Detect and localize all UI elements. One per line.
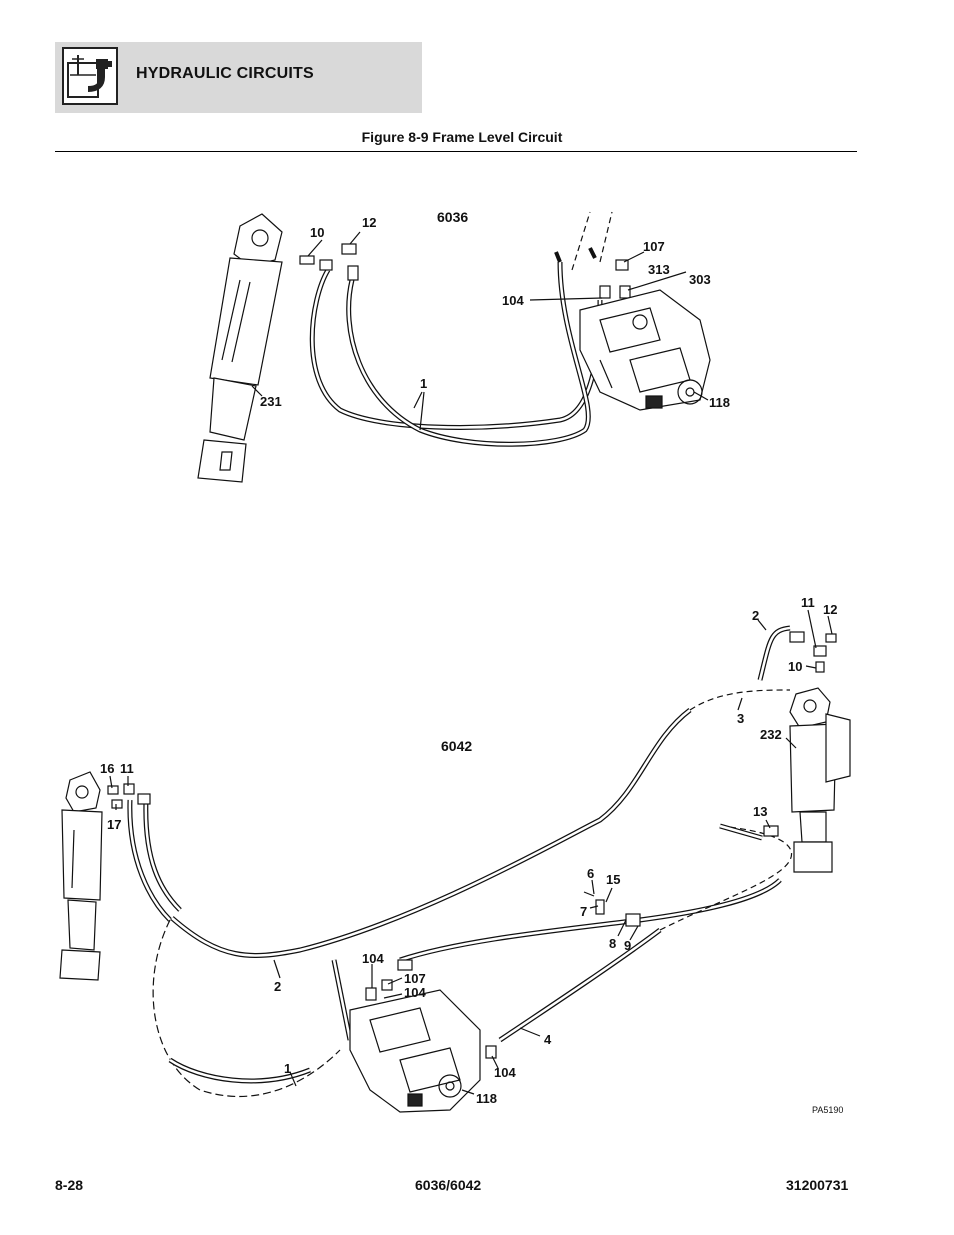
callout-303: 303 [689,272,711,287]
section-title: HYDRAULIC CIRCUITS [136,65,314,82]
callout-104: 104 [502,293,524,308]
callout-4: 4 [544,1032,552,1047]
document-number: 31200731 [786,1177,849,1193]
callout-17: 17 [107,817,122,832]
title-divider [55,151,857,152]
callout-11-right: 11 [801,595,815,610]
callout-104-lower: 104 [494,1065,516,1080]
callout-231: 231 [260,394,282,409]
callout-2-upper: 2 [752,608,760,623]
footer-model: 6036/6042 [415,1177,482,1193]
callout-11-left: 11 [120,761,134,776]
callout-12: 12 [362,215,377,230]
callout-10: 10 [310,225,325,240]
callout-313: 313 [648,262,670,277]
callout-107-lower: 107 [404,971,426,986]
callout-7: 7 [580,904,588,919]
callout-2-lower: 2 [274,979,282,994]
callout-8: 8 [609,936,617,951]
callout-13: 13 [753,804,768,819]
callout-118: 118 [709,395,730,410]
figure-title: Figure 8-9 Frame Level Circuit [361,129,563,145]
callout-232: 232 [760,727,782,742]
model-label-bottom: 6042 [441,738,473,754]
callout-10-right: 10 [788,659,803,674]
control-valve-118-lower [349,989,481,1113]
callout-1-lower: 1 [284,1061,292,1076]
callout-107: 107 [643,239,665,254]
callout-9: 9 [624,938,632,953]
lift-cylinder-232 [789,687,851,873]
drawing-code: PA5190 [812,1105,844,1115]
callout-15: 15 [606,872,621,887]
callout-3: 3 [737,711,745,726]
callout-6: 6 [587,866,595,881]
callout-104-middle: 104 [404,985,426,1000]
page-number: 8-28 [55,1177,84,1193]
hydraulic-reservoir-icon [62,47,118,105]
model-label-top: 6036 [437,209,469,225]
callout-118-lower: 118 [476,1091,497,1106]
callout-104-upper: 104 [362,951,384,966]
control-valve-118 [579,289,711,411]
callout-12-right: 12 [823,602,838,617]
callout-16: 16 [100,761,115,776]
lift-cylinder-left [59,771,103,981]
callout-1: 1 [420,376,428,391]
lift-cylinder-231 [197,213,283,483]
